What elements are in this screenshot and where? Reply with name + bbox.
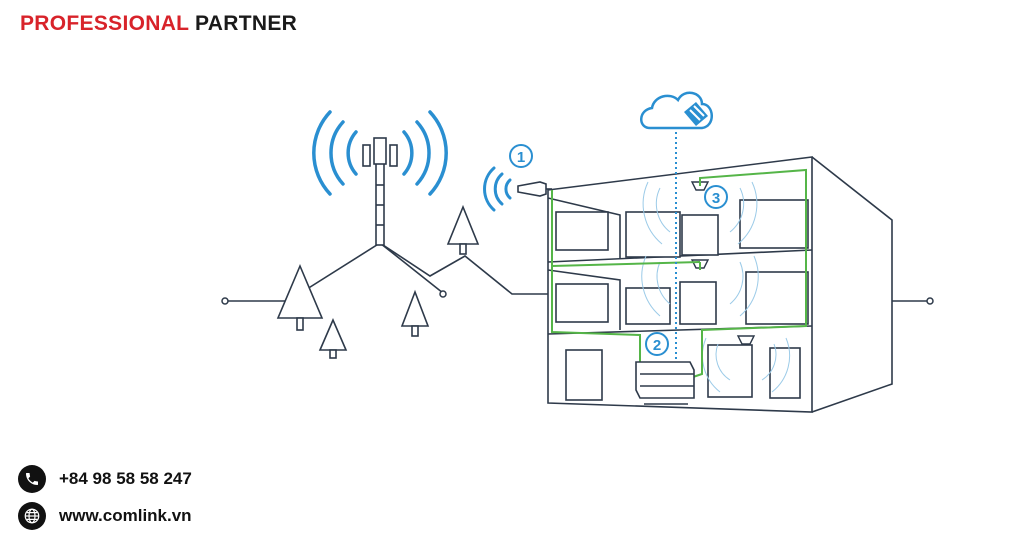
globe-icon — [18, 502, 46, 530]
line-end-mid — [439, 290, 447, 298]
header-highlight: PROFESSIONAL — [20, 12, 189, 35]
cloud-icon — [640, 91, 713, 130]
line-end-left — [221, 297, 229, 305]
contact-website: www.comlink.vn — [18, 502, 192, 530]
monitoring-badge-icon — [684, 102, 708, 126]
svg-text:2: 2 — [653, 337, 661, 354]
building-rooms — [555, 199, 809, 401]
marker-3: 3 — [704, 185, 728, 209]
booster-unit — [635, 361, 695, 405]
phone-number[interactable]: +84 98 58 58 247 — [59, 469, 192, 488]
marker-2: 2 — [645, 332, 669, 356]
page-header: PROFESSIONAL PARTNER — [20, 12, 297, 36]
contact-phone: +84 98 58 58 247 — [18, 465, 192, 493]
svg-text:1: 1 — [517, 149, 525, 166]
svg-text:3: 3 — [712, 190, 720, 207]
phone-icon — [18, 465, 46, 493]
header-rest: PARTNER — [195, 12, 298, 35]
tree-small-left — [318, 317, 348, 359]
outdoor-antenna — [483, 166, 552, 212]
tree-right — [446, 204, 480, 255]
marker-1: 1 — [509, 144, 533, 168]
cell-tower — [362, 137, 398, 246]
building — [547, 156, 893, 413]
tree-large-left — [276, 263, 324, 331]
website-link[interactable]: www.comlink.vn — [59, 506, 192, 525]
tower-signal-waves — [312, 110, 448, 196]
line-end-right — [926, 297, 934, 305]
tree-mid — [400, 289, 430, 337]
trees — [276, 204, 480, 359]
